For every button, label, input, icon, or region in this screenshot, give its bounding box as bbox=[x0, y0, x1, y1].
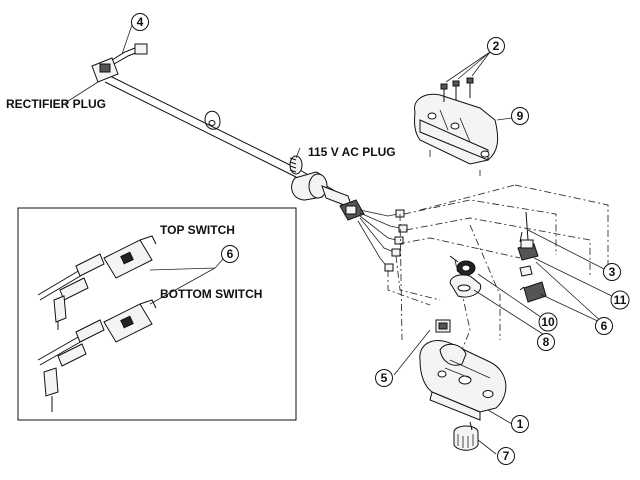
micro-switch-bottom bbox=[519, 281, 547, 303]
small-terminal bbox=[519, 265, 533, 277]
svg-text:11: 11 bbox=[614, 293, 627, 307]
callout-9: 9 bbox=[511, 107, 529, 125]
actuator-rod bbox=[520, 211, 534, 249]
bottom-switch-label: BOTTOM SWITCH bbox=[160, 287, 262, 301]
rectifier-plug-label: RECTIFIER PLUG bbox=[6, 97, 106, 111]
top-cover bbox=[414, 93, 499, 165]
top-switch-illustration bbox=[37, 235, 157, 330]
callout-8: 8 bbox=[537, 333, 555, 351]
top-switch-label: TOP SWITCH bbox=[160, 223, 235, 237]
svg-text:1: 1 bbox=[517, 417, 524, 431]
rectifier-plug bbox=[91, 43, 148, 83]
switch-inset-box bbox=[17, 207, 297, 421]
svg-text:7: 7 bbox=[503, 449, 510, 463]
clamp bbox=[449, 274, 482, 298]
ac-plug-strain-relief bbox=[289, 155, 365, 221]
svg-text:6: 6 bbox=[227, 247, 234, 261]
svg-text:6: 6 bbox=[601, 319, 608, 333]
knob bbox=[453, 421, 479, 451]
svg-text:8: 8 bbox=[543, 335, 550, 349]
callout-5: 5 bbox=[375, 369, 393, 387]
svg-text:2: 2 bbox=[493, 39, 500, 53]
ac-plug-label: 115 V AC PLUG bbox=[308, 145, 396, 159]
base-housing bbox=[419, 340, 507, 421]
callout-6: 6 bbox=[595, 317, 613, 335]
callout-7: 7 bbox=[497, 447, 515, 465]
svg-text:4: 4 bbox=[137, 15, 144, 29]
bottom-switch-illustration bbox=[37, 299, 157, 412]
svg-text:10: 10 bbox=[541, 315, 555, 329]
svg-text:5: 5 bbox=[381, 371, 388, 385]
inset-leaders bbox=[149, 257, 225, 305]
svg-text:3: 3 bbox=[609, 265, 616, 279]
cord-clip bbox=[204, 110, 221, 130]
callout-6-inset: 6 bbox=[221, 245, 239, 263]
callout-2: 2 bbox=[487, 37, 505, 55]
callout-3: 3 bbox=[603, 263, 621, 281]
callout-11: 11 bbox=[610, 290, 630, 310]
svg-text:9: 9 bbox=[517, 109, 524, 123]
callout-1: 1 bbox=[511, 415, 529, 433]
callout-4: 4 bbox=[131, 13, 149, 31]
connector-5 bbox=[435, 319, 451, 333]
screws bbox=[440, 51, 491, 102]
callout-10: 10 bbox=[538, 312, 558, 332]
wire-fan bbox=[357, 209, 408, 272]
assembly-lines bbox=[387, 150, 609, 351]
torsion-spring bbox=[449, 255, 476, 276]
leader-lines bbox=[64, 21, 621, 455]
